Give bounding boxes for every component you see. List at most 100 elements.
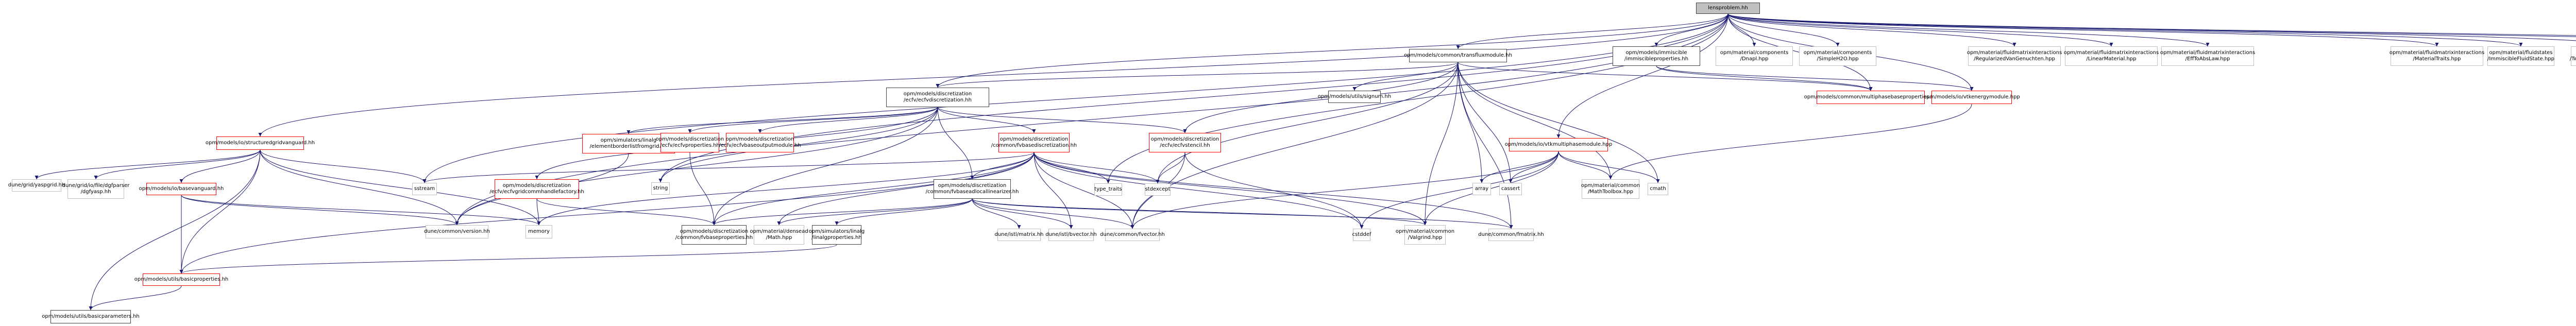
edge-vtkmultiphasemodule-to-array: [1480, 151, 1559, 183]
node-basicproperties[interactable]: opm/models/utils/basicproperties.hh: [134, 273, 228, 286]
node-fvbaseproperties[interactable]: opm/models/discretization /common/fvbase…: [675, 225, 753, 245]
node-type_traits: type_traits: [1094, 183, 1122, 196]
edge-root-to-structuredgridvanguard: [258, 13, 1728, 137]
edge-fvbasediscretization-to-denseadmath: [777, 152, 1035, 226]
edge-fvbaseadlocallinearizer-to-denseadmath: [777, 198, 973, 226]
edge-fvbaseadlocallinearizer-to-istlmatrix: [972, 198, 1021, 229]
edge-fvbaseadlocallinearizer-to-valgrind: [972, 198, 1427, 226]
edge-ecfvdiscretization-to-string: [658, 107, 938, 183]
edge-root-to-sstream: [422, 13, 1728, 183]
edge-root-to-regvangenuchten: [1727, 13, 2016, 47]
edge-fvbaseadlocallinearizer-to-bvector: [972, 198, 1073, 229]
node-transfluxmodule[interactable]: opm/models/common/transfluxmodule.hh: [1404, 49, 1512, 62]
edge-structuredgridvanguard-to-version: [260, 149, 459, 226]
edge-vtkmultiphasemodule-to-cassert: [1509, 151, 1559, 183]
edge-fvbaseadlocallinearizer-to-fvector: [972, 198, 1134, 229]
edge-fvbasediscretization-to-basicproperties: [179, 152, 1035, 274]
node-elementborderlist[interactable]: opm/simulators/linalg /elementborderlist…: [582, 134, 675, 153]
edge-root-to-transfluxmodule: [1456, 13, 1728, 49]
edge-ecfvdiscretization-to-fvbaseproperties: [712, 107, 938, 226]
edge-ecfvdiscretization-to-fvbasediscretization: [937, 107, 1036, 133]
edge-basicproperties-to-basicparameters: [89, 285, 182, 311]
node-version: dune/common/version.hh: [424, 225, 490, 238]
edge-immiscibleproperties-to-vtkenergymodule: [1656, 65, 1974, 91]
node-mathtoolbox: opm/material/common /MathToolbox.hpp: [1581, 179, 1640, 199]
node-ecfvproperties[interactable]: opm/models/discretization /ecfv/ecfvprop…: [656, 133, 724, 152]
edge-vtkmultiphasemodule-to-mathtoolbox: [1558, 151, 1613, 180]
edge-ecfvstencil-to-stdexcept: [1156, 152, 1185, 184]
node-basicparameters[interactable]: opm/models/utils/basicparameters.hh: [42, 310, 140, 323]
edge-structuredgridvanguard-to-memory: [260, 149, 541, 226]
node-signum[interactable]: opm/models/utils/signum.hh: [1318, 91, 1391, 103]
node-root[interactable]: lensproblem.hh: [1696, 3, 1760, 14]
edge-ecfvdiscretization-to-ecfvbaseoutputmodule: [758, 107, 938, 133]
node-ecfvdiscretization[interactable]: opm/models/discretization /ecfv/ecfvdisc…: [886, 88, 989, 107]
edge-structuredgridvanguard-to-sstream: [260, 149, 427, 183]
edge-root-to-type_traits: [1106, 13, 1728, 184]
node-ecfvbaseoutputmodule[interactable]: opm/models/discretization /ecfv/ecfvbase…: [719, 133, 801, 152]
node-twophasefluidsystem: opm/material/fluidsystems /TwoPhaseImmis…: [2570, 46, 2576, 66]
node-multiphasebaseproperties[interactable]: opm/models/common/multiphasebaseproperti…: [1804, 91, 1937, 104]
node-cassert: cassert: [1499, 183, 1522, 195]
edge-root-to-immiscibleproperties: [1654, 13, 1728, 47]
edge-fvbasediscretization-to-fvbaseproperties: [712, 152, 1035, 226]
node-fvector: dune/common/fvector.hh: [1100, 229, 1165, 241]
node-efftoabslaw: opm/material/fluidmatrixinteractions /Ef…: [2160, 46, 2255, 66]
edge-transfluxmodule-to-array: [1458, 62, 1484, 183]
node-fvbasediscretization[interactable]: opm/models/discretization /common/fvbase…: [991, 133, 1077, 152]
edge-fvbasediscretization-to-stdexcept: [1033, 152, 1160, 184]
edge-structuredgridvanguard-to-basicproperties: [179, 149, 261, 274]
node-stdexcept: stdexcept: [1145, 183, 1171, 196]
edge-vtkmultiphasemodule-to-cmath: [1558, 151, 1660, 183]
node-cstddef: cstddef: [1352, 229, 1371, 241]
node-simpleh2o: opm/material/components /SimpleH2O.hpp: [1799, 46, 1876, 66]
edge-transfluxmodule-to-ecfvdiscretization: [936, 62, 1459, 88]
edge-root-to-immisciblefluidstate: [1727, 13, 2523, 47]
edge-fvbasediscretization-to-fvbaseadlocallinearizer: [970, 152, 1035, 180]
node-linalgproperties[interactable]: opm/simulators/linalg /linalgproperties.…: [809, 225, 865, 245]
edge-transfluxmodule-to-signum: [1352, 62, 1459, 91]
node-dnapl: opm/material/components /Dnapl.hpp: [1716, 46, 1793, 66]
node-regvangenuchten: opm/material/fluidmatrixinteractions /Re…: [1967, 46, 2062, 66]
edge-transfluxmodule-to-cmath: [1458, 62, 1660, 183]
node-sstream: sstream: [412, 183, 437, 195]
edge-fvbaseadlocallinearizer-to-linalgproperties: [835, 198, 973, 226]
edge-ecfvproperties-to-fvbaseproperties: [689, 152, 716, 226]
node-yaspgrid: dune/grid/yaspgrid.hh: [8, 179, 65, 192]
edge-fvbaseadlocallinearizer-to-fmatrix: [972, 198, 1513, 229]
edge-vtkmultiphasemodule-to-valgrind: [1423, 151, 1559, 226]
edge-root-to-materialtraits: [1727, 13, 2439, 47]
edge-root-to-version: [455, 13, 1728, 226]
node-vtkenergymodule[interactable]: opm/models/io/vtkenergymodule.hpp: [1923, 91, 2020, 104]
edge-ecfvgridcommhandlefactory-to-fvbaseproperties: [536, 198, 716, 226]
edge-transfluxmodule-to-ecfvstencil: [1183, 62, 1459, 133]
node-istlmatrix: dune/istl/matrix.hh: [994, 229, 1044, 241]
edge-structuredgridvanguard-to-dgfyasp: [94, 149, 261, 180]
edge-structuredgridvanguard-to-yaspgrid: [35, 149, 261, 180]
node-vtkmultiphasemodule[interactable]: opm/models/io/vtkmultiphasemodule.hpp: [1505, 138, 1612, 151]
edge-vtkenergymodule-to-mathtoolbox: [1608, 104, 1972, 180]
edge-root-to-string: [658, 13, 1728, 183]
node-ecfvstencil[interactable]: opm/models/discretization /ecfv/ecfvsten…: [1149, 133, 1221, 152]
edge-transfluxmodule-to-valgrind: [1423, 62, 1459, 226]
node-ecfvgridcommhandlefactory[interactable]: opm/models/discretization /ecfv/ecfvgrid…: [489, 179, 584, 199]
edge-root-to-ecfvdiscretization: [936, 13, 1728, 88]
node-basevanguard[interactable]: opm/models/io/basevanguard.hh: [139, 183, 224, 195]
edge-ecfvdiscretization-to-fvbaseadlocallinearizer: [937, 107, 974, 180]
edge-fvbasediscretization-to-valgrind: [1033, 152, 1427, 226]
node-immisciblefluidstate: opm/material/fluidstates /ImmiscibleFlui…: [2487, 46, 2554, 66]
node-immiscibleproperties[interactable]: opm/models/immiscible /immisciblepropert…: [1613, 46, 1700, 66]
edge-ecfvdiscretization-to-ecfvstencil: [937, 107, 1187, 133]
edge-ecfvdiscretization-to-elementborderlist: [626, 107, 938, 134]
edge-root-to-twophasefluidsystem: [1727, 13, 2576, 41]
edge-root-to-linearmaterial: [1727, 13, 2113, 47]
node-linearmaterial: opm/material/fluidmatrixinteractions /Li…: [2064, 46, 2159, 66]
edge-vtkmultiphasemodule-to-fvector: [1130, 151, 1559, 229]
edge-root-to-simpleh2o: [1727, 13, 1840, 47]
edge-transfluxmodule-to-fmatrix: [1458, 62, 1513, 229]
node-fvbaseadlocallinearizer[interactable]: opm/models/discretization /common/fvbase…: [926, 179, 1019, 199]
node-array: array: [1472, 183, 1491, 195]
node-bvector: dune/istl/bvector.hh: [1045, 229, 1097, 241]
node-structuredgridvanguard[interactable]: opm/models/io/structuredgridvanguard.hh: [206, 136, 315, 150]
